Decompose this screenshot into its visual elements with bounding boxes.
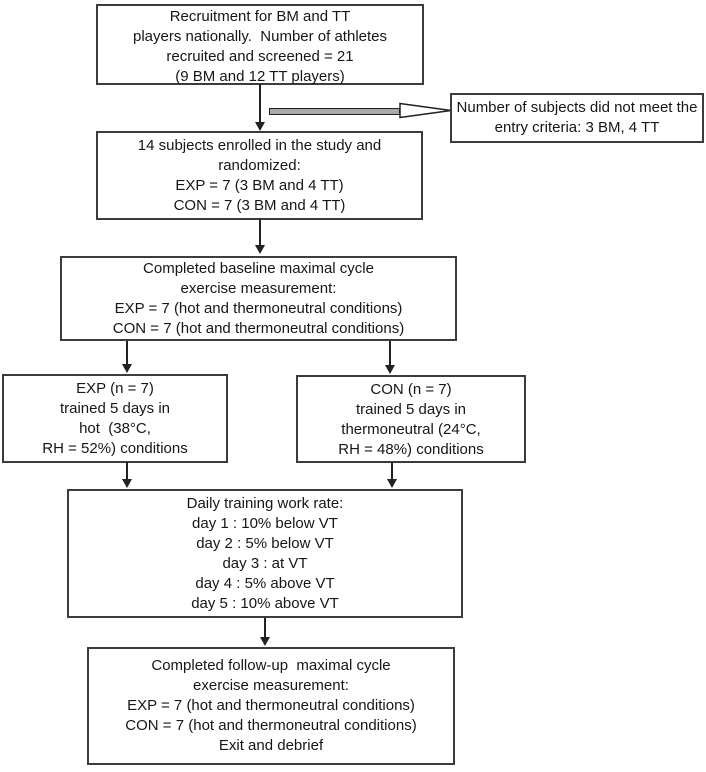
- down-arrow-icon: [260, 637, 270, 646]
- exclusion-box: Number of subjects did not meet the entr…: [450, 93, 704, 143]
- followup-text: EXP = 7 (hot and thermoneutral condition…: [127, 697, 415, 714]
- exp-training-text: EXP (n = 7): [76, 380, 154, 397]
- daily-workrate-text: day 1 : 10% below VT: [192, 515, 338, 532]
- con-training-text: thermoneutral (24°C,: [341, 421, 481, 438]
- exclusion-text: entry criteria: 3 BM, 4 TT: [494, 119, 660, 136]
- baseline-text: CON = 7 (hot and thermoneutral condition…: [112, 320, 405, 337]
- down-arrow-icon: [122, 364, 132, 373]
- followup-text: CON = 7 (hot and thermoneutral condition…: [125, 717, 417, 734]
- baseline-text: Completed baseline maximal cycle: [143, 260, 374, 277]
- recruitment-text: recruited and screened = 21: [166, 48, 354, 65]
- exp-training-box: EXP (n = 7) trained 5 days in hot (38°C,…: [2, 374, 228, 463]
- connector-line: [259, 219, 261, 247]
- connector-line: [126, 341, 128, 366]
- con-training-text: RH = 48%) conditions: [338, 441, 484, 458]
- connector-line: [259, 84, 261, 124]
- followup-text: Completed follow-up maximal cycle: [151, 657, 391, 674]
- con-training-text: trained 5 days in: [355, 401, 467, 418]
- enrollment-box: 14 subjects enrolled in the study and ra…: [96, 131, 423, 220]
- recruitment-text: players nationally. Number of athletes: [132, 28, 388, 45]
- connector-line: [264, 618, 266, 639]
- followup-text: exercise measurement:: [193, 677, 349, 694]
- enrollment-text: EXP = 7 (3 BM and 4 TT): [175, 177, 344, 194]
- baseline-text: exercise measurement:: [180, 280, 337, 297]
- connector-line: [391, 462, 393, 481]
- exp-training-text: RH = 52%) conditions: [42, 440, 188, 457]
- right-open-arrow-icon: [399, 102, 452, 119]
- down-arrow-icon: [255, 245, 265, 254]
- enrollment-text: CON = 7 (3 BM and 4 TT): [173, 197, 346, 214]
- con-training-box: CON (n = 7) trained 5 days in thermoneut…: [296, 375, 526, 463]
- connector-line: [126, 462, 128, 481]
- daily-workrate-box: Daily training work rate: day 1 : 10% be…: [67, 489, 463, 618]
- down-arrow-icon: [122, 479, 132, 488]
- daily-workrate-text: day 2 : 5% below VT: [196, 535, 334, 552]
- exclusion-text: Number of subjects did not meet the: [456, 99, 698, 116]
- recruitment-text: (9 BM and 12 TT players): [175, 68, 345, 85]
- followup-box: Completed follow-up maximal cycle exerci…: [87, 647, 455, 765]
- daily-workrate-text: day 3 : at VT: [222, 555, 308, 572]
- daily-workrate-text: day 5 : 10% above VT: [191, 595, 339, 612]
- baseline-box: Completed baseline maximal cycle exercis…: [60, 256, 457, 341]
- exp-training-text: hot (38°C,: [79, 420, 151, 437]
- con-training-text: CON (n = 7): [370, 381, 452, 398]
- recruitment-text: Recruitment for BM and TT: [169, 8, 351, 25]
- down-arrow-icon: [387, 479, 397, 488]
- exp-training-text: trained 5 days in: [59, 400, 171, 417]
- down-arrow-icon: [385, 365, 395, 374]
- down-arrow-icon: [255, 122, 265, 131]
- exclusion-arrow-shaft: [269, 108, 400, 115]
- followup-text: Exit and debrief: [218, 737, 324, 754]
- daily-workrate-text: day 4 : 5% above VT: [195, 575, 335, 592]
- enrollment-text: randomized:: [218, 157, 301, 174]
- baseline-text: EXP = 7 (hot and thermoneutral condition…: [114, 300, 403, 317]
- connector-line: [389, 341, 391, 367]
- enrollment-text: 14 subjects enrolled in the study and: [137, 137, 382, 154]
- daily-workrate-text: Daily training work rate:: [186, 495, 344, 512]
- recruitment-box: Recruitment for BM and TT players nation…: [96, 4, 424, 85]
